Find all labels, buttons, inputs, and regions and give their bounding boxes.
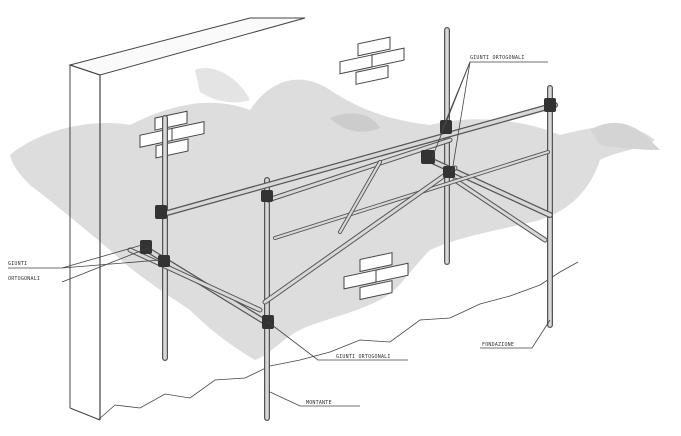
label-giunti-left-2: ORTOGONALI bbox=[8, 276, 40, 282]
brick-pattern-icon bbox=[339, 36, 405, 85]
ground-line bbox=[97, 261, 579, 421]
label-giunti-left-1: GIUNTI bbox=[8, 261, 27, 267]
leader-lines bbox=[8, 61, 551, 407]
label-giunti-bottom: GIUNTI ORTOGONALI bbox=[336, 354, 391, 360]
label-giunti-top: GIUNTI ORTOGONALI bbox=[470, 55, 525, 61]
label-fondazione: FONDAZIONE bbox=[482, 342, 514, 348]
wall bbox=[68, 17, 306, 421]
angel-watermark-icon bbox=[10, 68, 660, 360]
bracing bbox=[262, 160, 458, 305]
label-montante: MONTANTE bbox=[306, 400, 332, 406]
ledgers bbox=[127, 102, 558, 328]
brick-pattern-icon bbox=[343, 252, 409, 301]
